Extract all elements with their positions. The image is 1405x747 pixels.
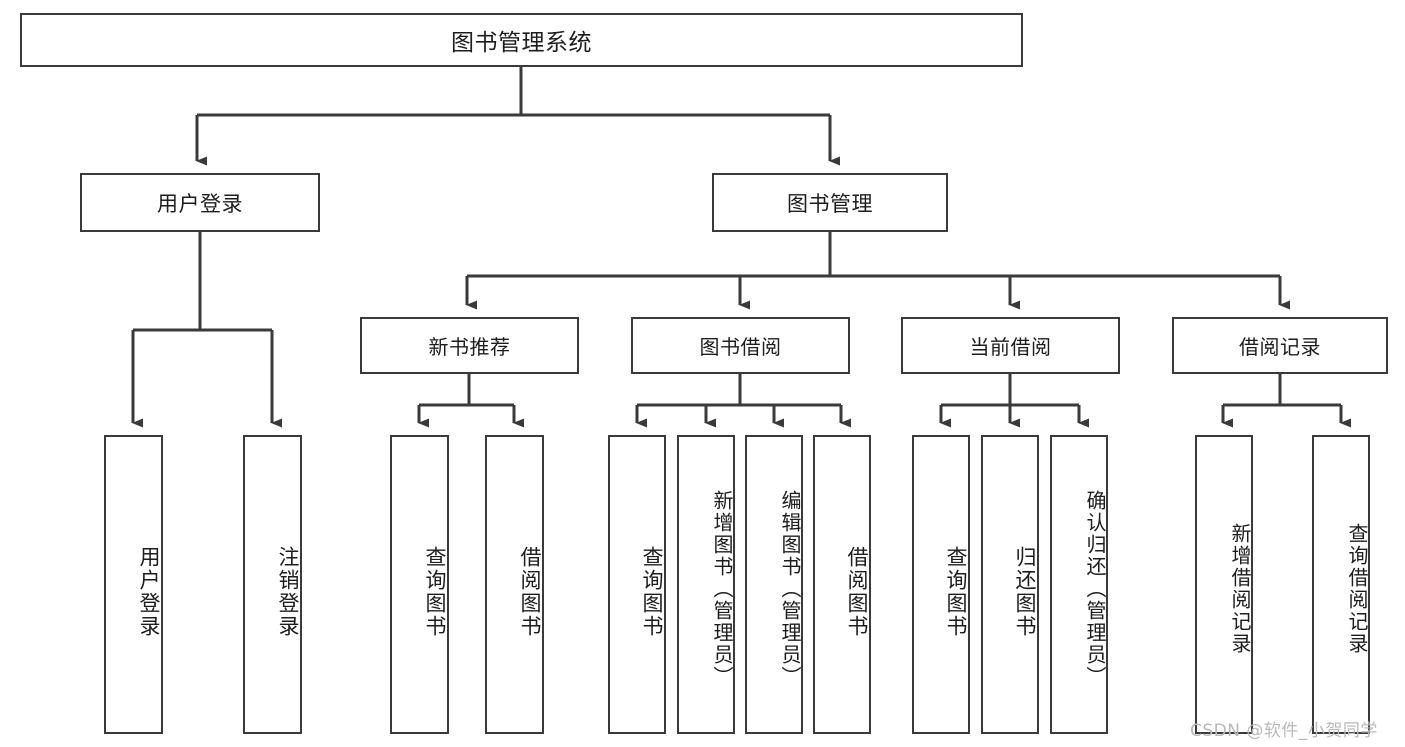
leaf-book-borrow-query-book[interactable]: 查询图书 — [608, 435, 666, 734]
leaf-book-borrow-add-book-admin[interactable]: 新增图书（管理员） — [677, 435, 735, 734]
leaf-user-login-signout[interactable]: 注销登录 — [243, 435, 302, 734]
node-book-borrow[interactable]: 图书借阅 — [631, 317, 850, 374]
csdn-watermark: CSDN @软件_小贺同学 — [1190, 721, 1378, 741]
node-borrow-record[interactable]: 借阅记录 — [1172, 317, 1388, 374]
leaf-borrow-record-add-record[interactable]: 新增借阅记录 — [1195, 435, 1253, 734]
node-current-borrow[interactable]: 当前借阅 — [901, 317, 1120, 374]
leaf-current-borrow-query-book[interactable]: 查询图书 — [912, 435, 970, 734]
leaf-new-book-borrow-book[interactable]: 借阅图书 — [485, 435, 544, 734]
node-root-book-management-system[interactable]: 图书管理系统 — [20, 13, 1023, 67]
node-book-management[interactable]: 图书管理 — [712, 173, 948, 232]
leaf-user-login-signin[interactable]: 用户登录 — [104, 435, 163, 734]
leaf-borrow-record-query-record[interactable]: 查询借阅记录 — [1312, 435, 1370, 734]
node-user-login[interactable]: 用户登录 — [80, 173, 320, 232]
leaf-new-book-query-book[interactable]: 查询图书 — [390, 435, 449, 734]
leaf-book-borrow-edit-book-admin[interactable]: 编辑图书（管理员） — [745, 435, 803, 734]
leaf-current-borrow-confirm-return-admin[interactable]: 确认归还（管理员） — [1050, 435, 1108, 734]
leaf-book-borrow-borrow-book[interactable]: 借阅图书 — [813, 435, 871, 734]
leaf-current-borrow-return-book[interactable]: 归还图书 — [981, 435, 1039, 734]
node-new-book-recommend[interactable]: 新书推荐 — [360, 317, 579, 374]
